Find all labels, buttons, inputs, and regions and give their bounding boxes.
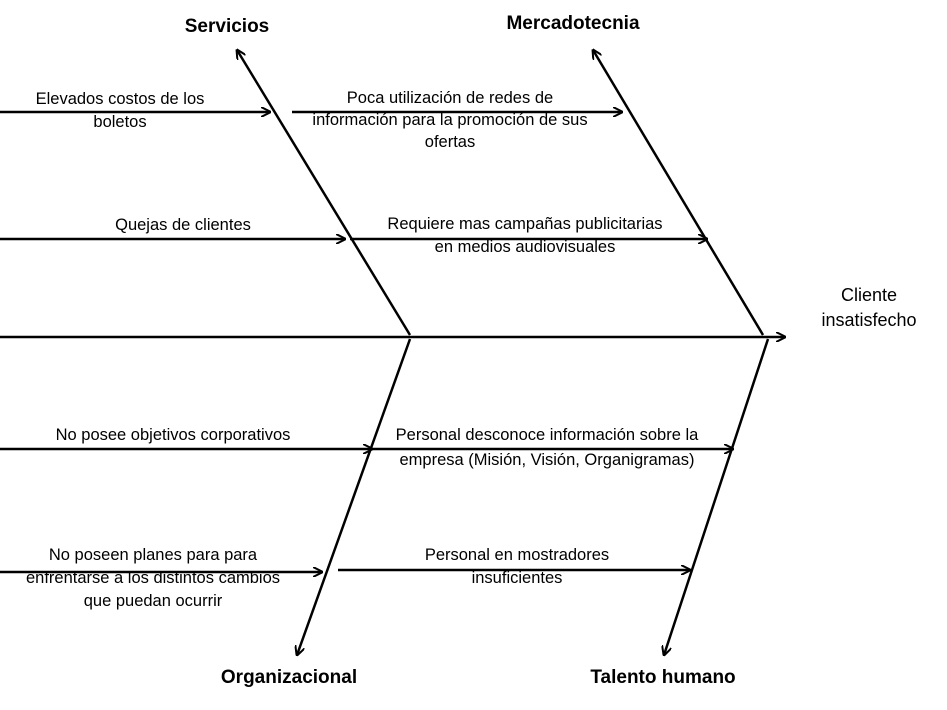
cause-talento-humano-2-line-2: insuficientes <box>472 569 563 587</box>
bone-mercadotecnia <box>593 50 765 336</box>
cause-organizacional-1-line-1: No posee objetivos corporativos <box>56 426 291 444</box>
bone-talento-humano <box>664 338 770 655</box>
cause-mercadotecnia-1-line-3: ofertas <box>425 133 475 151</box>
cause-mercadotecnia-1-line-2: información para la promoción de sus <box>312 111 587 129</box>
category-label-talento-humano: Talento humano <box>590 667 735 688</box>
cause-organizacional-2-line-1: No poseen planes para para <box>49 546 258 564</box>
cause-servicios-2-line-1: Quejas de clientes <box>115 216 251 234</box>
bone-servicios <box>237 50 412 336</box>
cause-talento-humano-2-line-1: Personal en mostradores <box>425 546 609 564</box>
cause-servicios-1-line-1: Elevados costos de los <box>36 90 205 108</box>
cause-mercadotecnia-2-line-1: Requiere mas campañas publicitarias <box>387 215 662 233</box>
cause-organizacional-2-line-2: enfrentarse a los distintos cambios <box>26 569 280 587</box>
effect-label-line-2: insatisfecho <box>821 310 916 330</box>
cause-servicios-1-line-2: boletos <box>93 113 146 131</box>
cause-talento-humano-1-line-1: Personal desconoce información sobre la <box>396 426 699 444</box>
cause-organizacional-2-line-3: que puedan ocurrir <box>84 592 223 610</box>
category-label-organizacional: Organizacional <box>221 667 357 688</box>
effect-label-line-1: Cliente <box>841 285 897 305</box>
cause-mercadotecnia-1-line-1: Poca utilización de redes de <box>347 89 553 107</box>
bone-organizacional <box>297 338 412 655</box>
category-label-servicios: Servicios <box>185 16 270 37</box>
cause-mercadotecnia-2-line-2: en medios audiovisuales <box>435 238 616 256</box>
category-label-mercadotecnia: Mercadotecnia <box>506 13 639 34</box>
cause-talento-humano-1-line-2: empresa (Misión, Visión, Organigramas) <box>400 451 695 469</box>
